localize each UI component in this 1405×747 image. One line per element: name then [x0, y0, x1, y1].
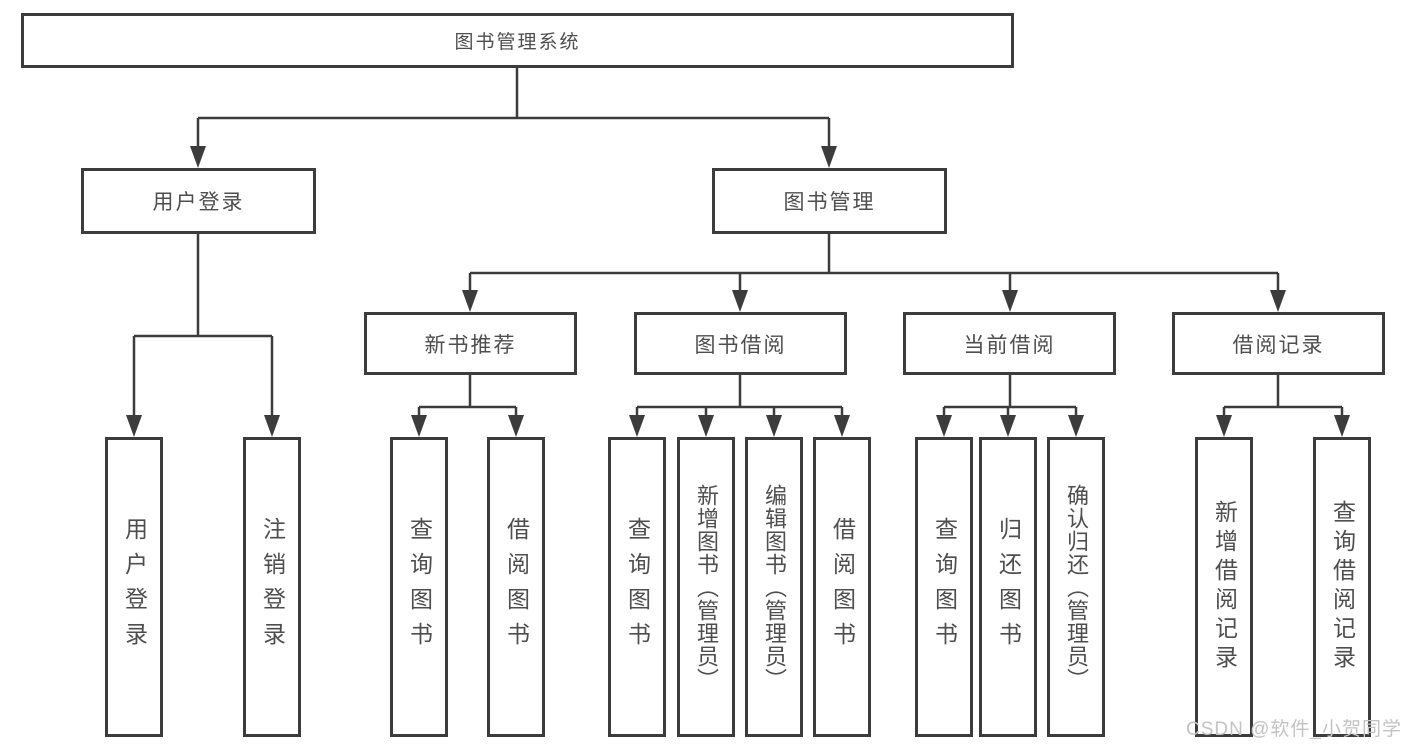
leaf-current-query-books: 查询图书	[915, 437, 973, 737]
leaf-newbooks-borrow-book: 借阅图书	[487, 437, 545, 737]
arrowheads	[126, 146, 1350, 437]
leaf-label: 归还图书	[995, 517, 1022, 657]
node-current-borrow: 当前借阅	[903, 312, 1116, 375]
leaf-label: 查询图书	[931, 517, 958, 657]
leaf-label: 注销登录	[259, 517, 286, 657]
node-label: 用户登录	[152, 191, 245, 214]
leaf-newbooks-query-books: 查询图书	[390, 437, 448, 737]
leaf-label: 查询图书	[624, 517, 651, 657]
node-root-system: 图书管理系统	[21, 13, 1014, 68]
node-book-borrow: 图书借阅	[634, 312, 847, 375]
leaf-borrow-borrow-book: 借阅图书	[813, 437, 871, 737]
leaf-label: 编辑图书（管理员）	[762, 483, 787, 691]
leaf-label: 确认归还（管理员）	[1064, 483, 1089, 691]
node-label: 图书管理系统	[454, 32, 581, 53]
node-label: 当前借阅	[963, 333, 1056, 357]
node-book-management: 图书管理	[712, 168, 947, 234]
leaf-label: 用户登录	[121, 517, 148, 657]
leaf-current-return-book: 归还图书	[979, 437, 1037, 737]
node-label: 新书推荐	[424, 333, 517, 357]
leaf-label: 借阅图书	[503, 517, 530, 657]
node-borrow-records: 借阅记录	[1172, 312, 1385, 375]
csdn-watermark: CSDN @软件_小贺同学	[1186, 719, 1402, 740]
node-label: 图书管理	[783, 191, 876, 214]
leaf-label: 借阅图书	[829, 517, 856, 657]
leaf-records-query-record: 查询借阅记录	[1313, 437, 1371, 737]
leaf-label: 查询借阅记录	[1329, 500, 1356, 674]
node-label: 图书借阅	[694, 333, 787, 357]
leaf-label: 查询图书	[406, 517, 433, 657]
leaf-borrow-edit-book-admin: 编辑图书（管理员）	[745, 437, 803, 737]
leaf-user-login: 用户登录	[105, 437, 163, 737]
leaf-label: 新增图书（管理员）	[694, 483, 719, 691]
node-new-book-recommend: 新书推荐	[364, 312, 577, 375]
leaf-borrow-add-book-admin: 新增图书（管理员）	[677, 437, 735, 737]
leaf-logout: 注销登录	[243, 437, 301, 737]
leaf-borrow-query-books: 查询图书	[608, 437, 666, 737]
node-label: 借阅记录	[1232, 333, 1325, 357]
node-user-login: 用户登录	[81, 168, 316, 234]
leaf-records-add-record: 新增借阅记录	[1195, 437, 1253, 737]
leaf-current-confirm-return-admin: 确认归还（管理员）	[1047, 437, 1105, 737]
leaf-label: 新增借阅记录	[1211, 500, 1238, 674]
